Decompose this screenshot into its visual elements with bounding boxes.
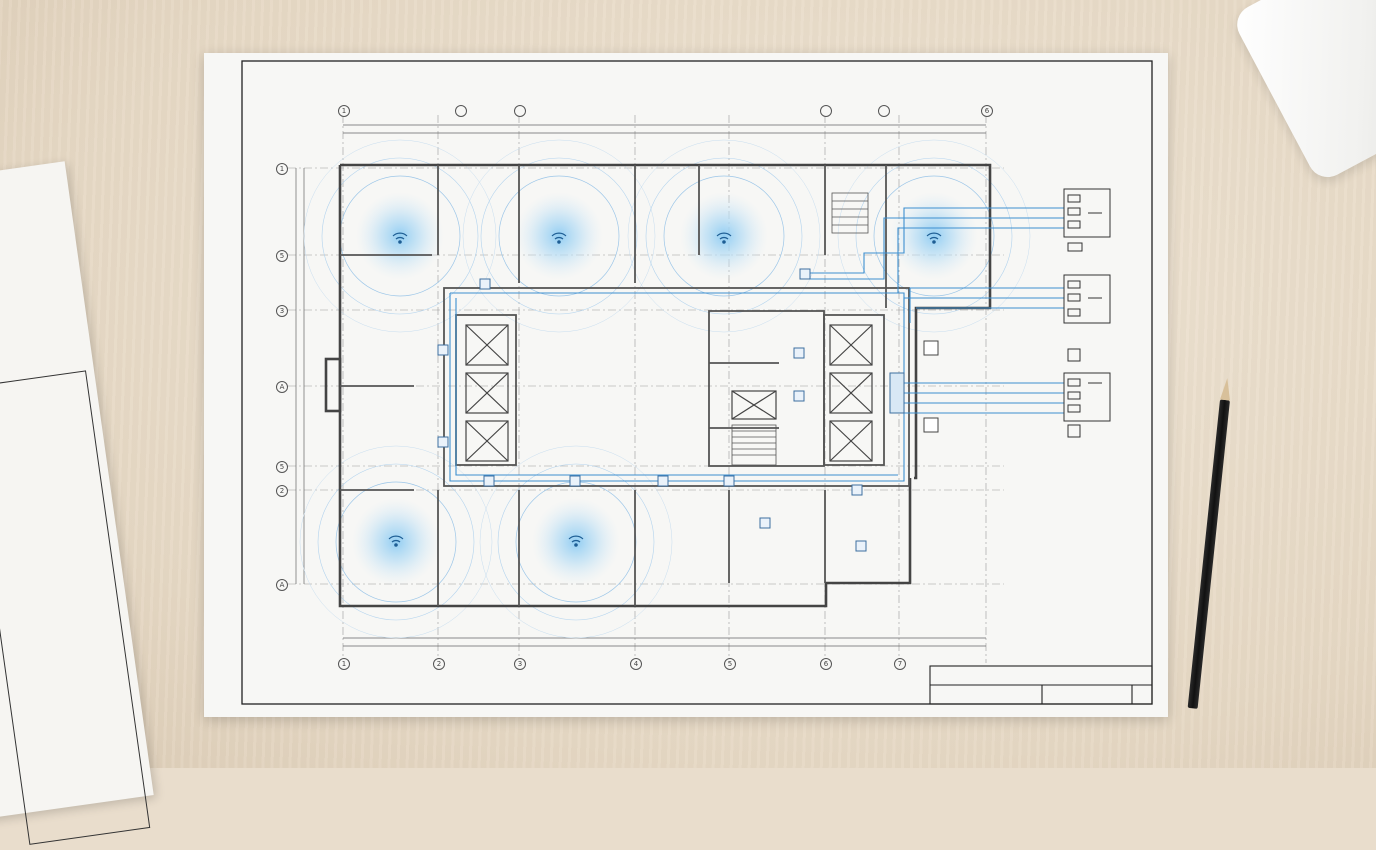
equipment-rack-icon <box>1063 188 1111 438</box>
grid-marker-left: A <box>276 579 288 591</box>
equipment-panel-2 <box>1063 274 1111 324</box>
ap-coverage-5 <box>299 445 493 639</box>
wifi-icon <box>388 232 942 547</box>
equipment-panel-1 <box>1063 188 1111 252</box>
ap-coverage-2 <box>462 139 656 333</box>
network-device-icon <box>437 268 939 552</box>
grid-marker-top: 1 <box>338 105 350 117</box>
grid-marker-left: 2 <box>276 485 288 497</box>
wifi-coverage-zones <box>299 139 1031 639</box>
grid-marker-bottom: 6 <box>820 658 832 670</box>
grid-marker-top <box>820 105 832 117</box>
grid-marker-bottom: 5 <box>724 658 736 670</box>
grid-marker-top <box>455 105 467 117</box>
grid-marker-top <box>514 105 526 117</box>
grid-marker-left: A <box>276 381 288 393</box>
ap-coverage-3 <box>627 139 821 333</box>
grid-marker-left: 1 <box>276 163 288 175</box>
grid-marker-left: 5 <box>276 461 288 473</box>
grid-marker-bottom: 1 <box>338 658 350 670</box>
grid-marker-left: 5 <box>276 250 288 262</box>
stair-icon <box>731 192 869 466</box>
grid-marker-bottom: 7 <box>894 658 906 670</box>
grid-marker-top: 6 <box>981 105 993 117</box>
ap-coverage-1 <box>303 139 497 333</box>
equipment-panel-3 <box>1063 348 1111 438</box>
interior-walls <box>340 165 910 606</box>
title-block <box>929 665 1153 705</box>
grid-marker-bottom: 4 <box>630 658 642 670</box>
network-cables <box>449 207 1064 482</box>
elevator-icon <box>465 324 873 462</box>
grid-marker-left: 3 <box>276 305 288 317</box>
floor-plan-drawing <box>241 60 1153 705</box>
grid-marker-top <box>878 105 890 117</box>
ap-coverage-4 <box>837 139 1031 333</box>
drawing-border <box>241 60 1153 705</box>
grid-marker-bottom: 3 <box>514 658 526 670</box>
grid-marker-bottom: 2 <box>433 658 445 670</box>
